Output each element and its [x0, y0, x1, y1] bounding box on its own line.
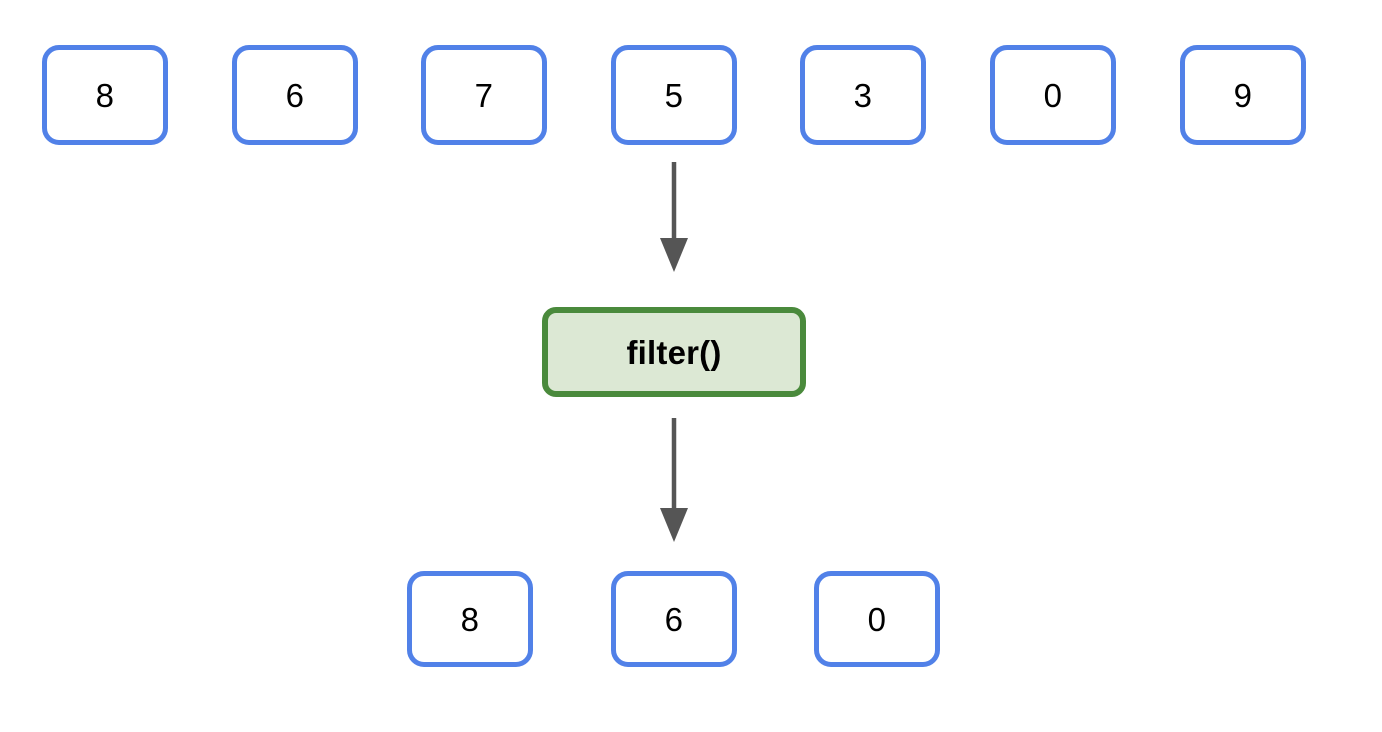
input-value-box-4[interactable]: 3 — [800, 45, 926, 145]
input-value-label: 6 — [285, 76, 305, 114]
input-value-label: 0 — [1043, 76, 1063, 114]
input-value-box-2[interactable]: 7 — [421, 45, 547, 145]
filter-process-label: filter() — [626, 333, 722, 371]
arrow-input-to-filter-icon — [660, 162, 688, 272]
output-value-box-0[interactable]: 8 — [407, 571, 533, 667]
input-value-box-3[interactable]: 5 — [611, 45, 737, 145]
input-value-label: 7 — [474, 76, 494, 114]
output-value-label: 0 — [867, 600, 887, 638]
input-value-box-5[interactable]: 0 — [990, 45, 1116, 145]
output-value-label: 8 — [460, 600, 480, 638]
input-value-box-0[interactable]: 8 — [42, 45, 168, 145]
input-value-label: 5 — [664, 76, 684, 114]
input-value-box-1[interactable]: 6 — [232, 45, 358, 145]
input-value-label: 8 — [95, 76, 115, 114]
input-value-label: 3 — [853, 76, 873, 114]
input-value-box-6[interactable]: 9 — [1180, 45, 1306, 145]
output-value-box-2[interactable]: 0 — [814, 571, 940, 667]
filter-process-box[interactable]: filter() — [542, 307, 806, 397]
output-value-label: 6 — [664, 600, 684, 638]
arrow-filter-to-output-icon — [660, 418, 688, 542]
input-value-label: 9 — [1233, 76, 1253, 114]
output-value-box-1[interactable]: 6 — [611, 571, 737, 667]
